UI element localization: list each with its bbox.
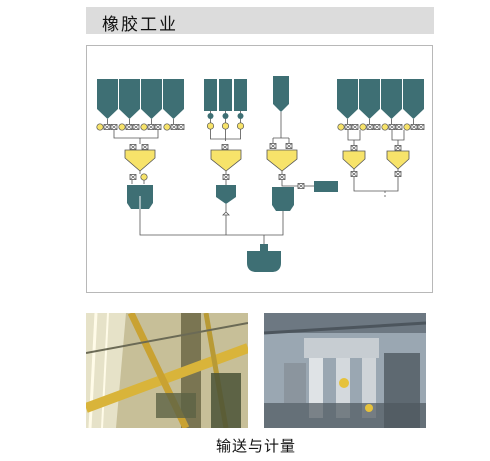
process-diagram <box>96 76 425 272</box>
weigh-hopper-2 <box>210 149 242 172</box>
silo-group-4 <box>337 79 425 198</box>
silo-1c <box>141 79 162 119</box>
silo-1a <box>97 79 118 119</box>
weigh-hopper-3 <box>266 149 298 172</box>
receiver-2 <box>216 185 236 204</box>
section-caption: 输送与计量 <box>215 437 296 455</box>
weigh-hopper-4a <box>342 150 366 170</box>
silo-group-1 <box>96 79 264 236</box>
photo-metering-equipment <box>264 313 426 428</box>
silo-4d <box>403 79 424 119</box>
page-title: 橡胶工业 <box>102 15 178 35</box>
weigh-hopper-4b <box>386 150 410 170</box>
photo-conveying-pipes <box>86 313 248 428</box>
receiver-1 <box>127 185 153 209</box>
mixer-tank <box>314 181 338 192</box>
silo-1b <box>119 79 140 119</box>
silo-group-3 <box>264 76 338 236</box>
receiver-3 <box>272 187 294 211</box>
silo-4a <box>337 79 358 119</box>
feeder-row-4 <box>337 123 425 131</box>
header-bar: 橡胶工业 <box>86 7 434 35</box>
main-mixer <box>247 244 281 272</box>
silo-group-2 <box>204 79 247 235</box>
silo-4c <box>381 79 402 119</box>
feeder-row-1 <box>96 123 185 131</box>
silo-1d <box>163 79 184 119</box>
silo-4b <box>359 79 380 119</box>
weigh-hopper-1 <box>124 149 156 181</box>
process-diagram-frame <box>86 45 433 293</box>
